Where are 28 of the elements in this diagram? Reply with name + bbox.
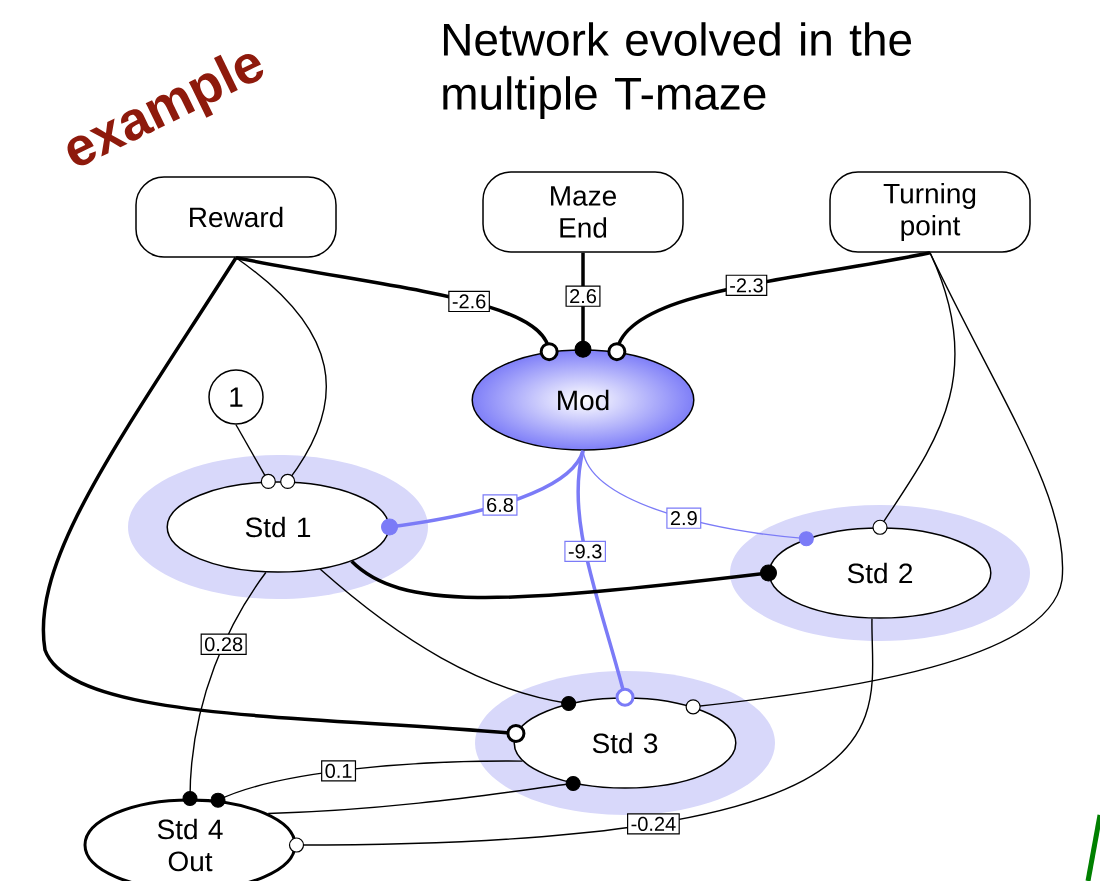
edge-label: 2.6 <box>565 285 601 307</box>
edge-label: 6.8 <box>482 494 518 516</box>
connector <box>350 560 777 600</box>
connector <box>288 617 874 853</box>
edge-label: 2.9 <box>666 507 702 529</box>
connector <box>574 252 592 358</box>
edge-label: -2.3 <box>725 274 768 297</box>
edge-label: -0.24 <box>627 813 680 835</box>
edge-label: -2.6 <box>448 290 490 313</box>
connector <box>267 776 581 815</box>
edge-label: 0.28 <box>200 633 247 655</box>
connector <box>235 424 276 490</box>
connector <box>210 760 524 808</box>
connector <box>319 568 577 712</box>
input-box: Maze End <box>482 171 684 253</box>
connector <box>685 252 1064 715</box>
connector <box>235 256 559 362</box>
title: Network evolved in the multiple T-maze <box>443 22 912 120</box>
connector <box>235 257 328 490</box>
connector <box>872 252 956 535</box>
connector <box>41 256 526 743</box>
input-box: Reward <box>135 176 337 258</box>
edge-label: 0.1 <box>321 760 357 782</box>
connector <box>182 571 267 806</box>
connector <box>576 450 635 707</box>
input-box: Turning point <box>829 171 1031 253</box>
connector <box>607 251 931 362</box>
edge-label: -9.3 <box>564 540 606 563</box>
